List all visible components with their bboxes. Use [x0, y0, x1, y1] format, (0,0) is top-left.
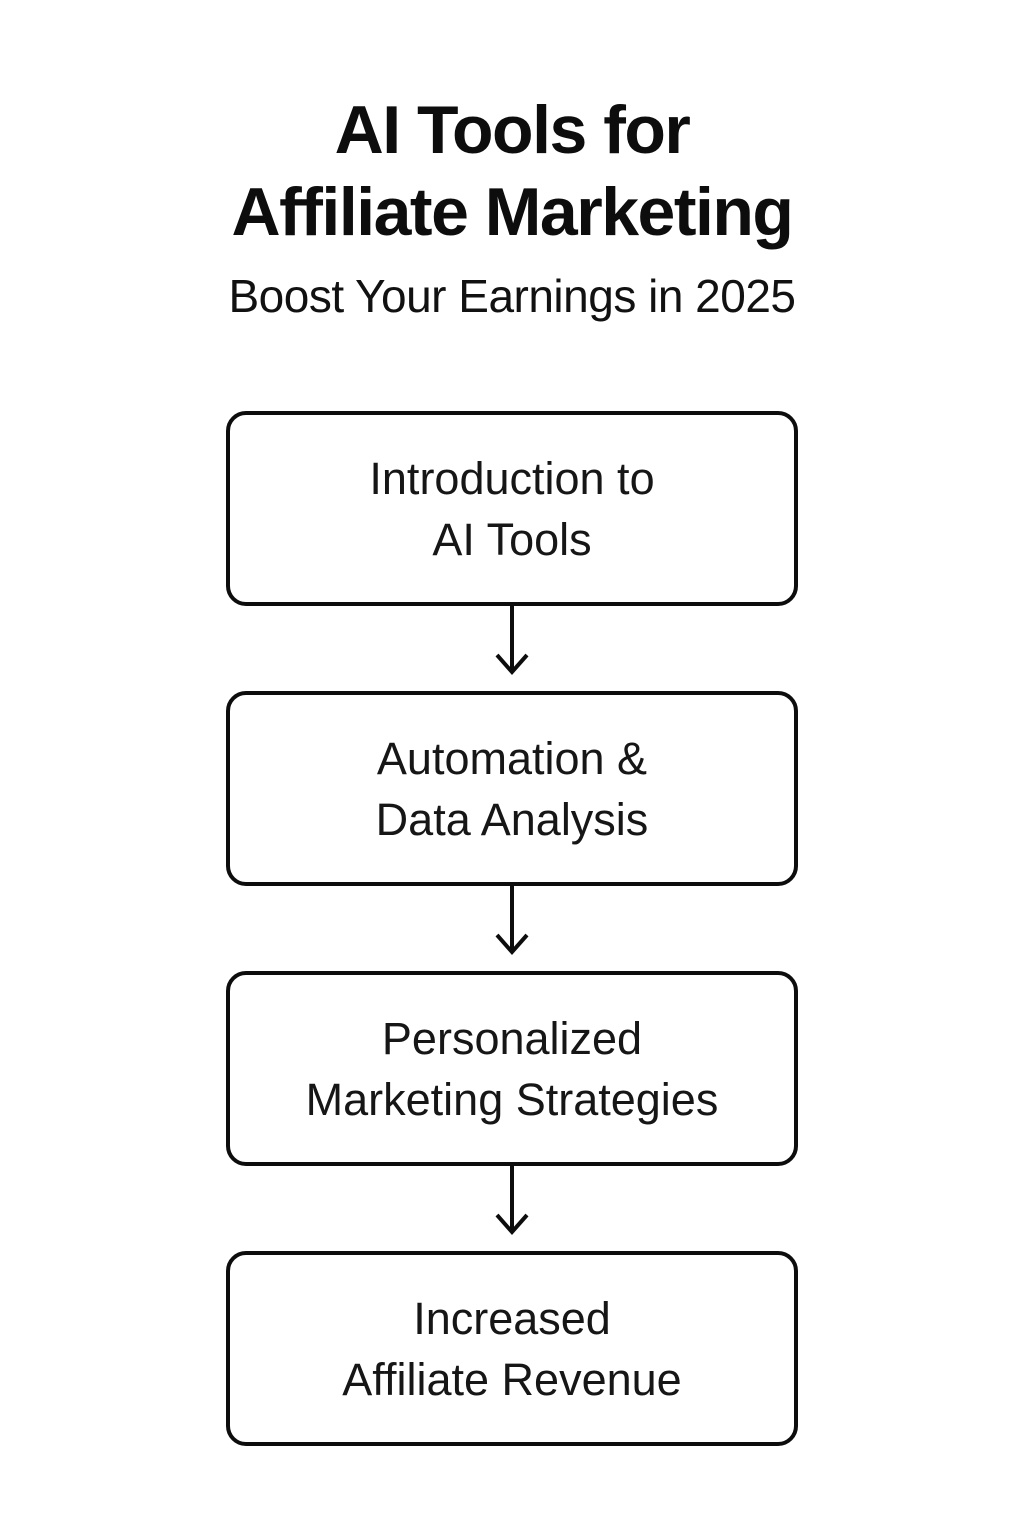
flow-step-label: Increased: [413, 1292, 611, 1344]
flow-step-introduction: Introduction to AI Tools: [226, 411, 798, 607]
flow-step-personalized-marketing: Personalized Marketing Strategies: [226, 971, 798, 1167]
flow-step-label: AI Tools: [432, 513, 592, 565]
infographic-header: AI Tools for Affiliate Marketing Boost Y…: [228, 90, 796, 323]
page-title: AI Tools for Affiliate Marketing: [228, 90, 795, 253]
page-title-line1: AI Tools for: [334, 92, 691, 168]
flow-step-label: Affiliate Revenue: [342, 1353, 682, 1405]
arrow-down-icon: [494, 1166, 530, 1251]
arrow-down-icon: [494, 886, 530, 971]
flow-step-label: Data Analysis: [375, 793, 649, 845]
flow-step-automation: Automation & Data Analysis: [226, 691, 798, 887]
flow-step-label: Personalized: [381, 1012, 643, 1064]
page-title-line2: Affiliate Marketing: [231, 173, 794, 250]
flow-step-label: Introduction to: [369, 452, 655, 504]
flowchart: Introduction to AI Tools Automation & Da…: [226, 411, 798, 1447]
flow-step-increased-revenue: Increased Affiliate Revenue: [226, 1251, 798, 1447]
flow-step-label: Automation &: [376, 732, 648, 784]
page-subtitle: Boost Your Earnings in 2025: [228, 270, 796, 323]
flow-step-label: Marketing Strategies: [305, 1073, 719, 1125]
arrow-down-icon: [494, 606, 530, 691]
